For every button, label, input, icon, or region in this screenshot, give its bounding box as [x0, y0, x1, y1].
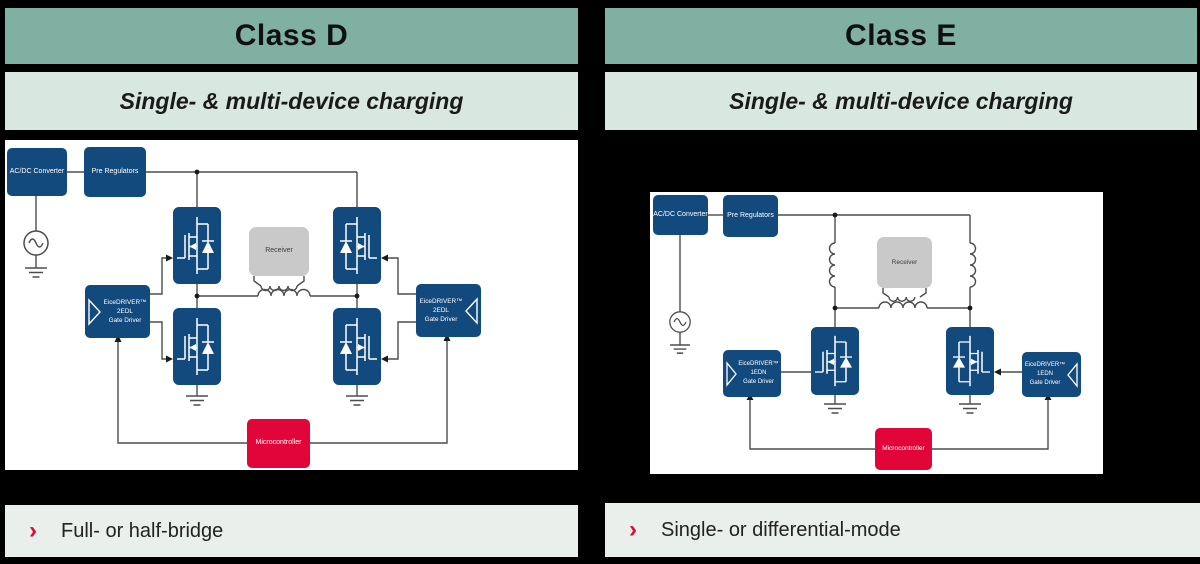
- class-d-circuit-wires: [23, 169, 451, 444]
- gate-driver-part: 1EDN: [1036, 371, 1053, 378]
- class-d-footer: › Full- or half-bridge: [5, 505, 578, 557]
- gate-driver-right-box: EiceDRIVER™ 2EDL Gate Driver: [416, 284, 481, 337]
- microcontroller-label: Microcontroller: [255, 439, 302, 447]
- class-e-subtitle: Single- & multi-device charging: [605, 72, 1197, 130]
- gate-driver-left-box: EiceDRIVER™ 1EDN Gate Driver: [723, 350, 781, 397]
- class-d-column: Class D Single- & multi-device charging: [5, 0, 578, 564]
- gate-driver-part: 2EDL: [117, 307, 133, 315]
- gate-driver-left-box: EiceDRIVER™ 2EDL Gate Driver: [85, 285, 150, 338]
- class-d-circuit-diagram: AC/DC Converter Pre Regulators Receiver …: [5, 140, 578, 470]
- pre-regulators-box: Pre Regulators: [723, 195, 778, 237]
- acdc-converter-box: AC/DC Converter: [7, 148, 67, 196]
- microcontroller-label: Microcontroller: [882, 445, 925, 453]
- pre-regulators-label: Pre Regulators: [91, 167, 139, 175]
- class-e-circuit-wires: [669, 212, 1052, 450]
- receiver-label: Receiver: [891, 258, 918, 266]
- class-d-subtitle: Single- & multi-device charging: [5, 72, 578, 130]
- class-e-diagram-area: AC/DC Converter Pre Regulators Receiver …: [605, 140, 1197, 503]
- amplifier-triangle-icon: [88, 297, 101, 326]
- class-d-footer-text: Full- or half-bridge: [61, 519, 224, 542]
- class-d-title: Class D: [5, 8, 578, 64]
- pre-regulators-box: Pre Regulators: [84, 147, 146, 197]
- junction-dots: [194, 169, 360, 299]
- ac-source-icon: [669, 311, 691, 333]
- pre-regulators-label: Pre Regulators: [727, 211, 774, 219]
- gate-driver-type: Gate Driver: [1029, 379, 1061, 386]
- gate-driver-part: 2EDL: [433, 306, 449, 314]
- bullet-chevron-icon: ›: [29, 517, 37, 544]
- acdc-converter-box: AC/DC Converter: [653, 195, 708, 235]
- junction-dots: [832, 212, 973, 311]
- gate-driver-name: EiceDRIVER™: [419, 297, 463, 305]
- gate-driver-part: 1EDN: [750, 370, 767, 377]
- gate-driver-name: EiceDRIVER™: [738, 361, 779, 368]
- mosfet-icon: [811, 327, 994, 395]
- gate-driver-name: EiceDRIVER™: [103, 298, 147, 306]
- acdc-converter-label: AC/DC Converter: [653, 210, 708, 218]
- mosfet-icon: [173, 207, 381, 385]
- gate-driver-type: Gate Driver: [743, 378, 774, 385]
- gate-driver-type: Gate Driver: [424, 316, 458, 324]
- signal-arrows: [114, 254, 451, 363]
- receiver-box: Receiver: [249, 227, 309, 276]
- gate-driver-name: EiceDRIVER™: [1024, 362, 1066, 369]
- microcontroller-box: Microcontroller: [247, 419, 310, 468]
- receiver-label: Receiver: [265, 247, 293, 255]
- signal-arrows: [746, 368, 1052, 400]
- receiver-box: Receiver: [877, 237, 932, 288]
- gate-driver-type: Gate Driver: [108, 317, 142, 325]
- bullet-chevron-icon: ›: [629, 516, 637, 543]
- microcontroller-box: Microcontroller: [875, 428, 932, 470]
- ac-source-icon: [23, 230, 49, 256]
- class-e-title: Class E: [605, 8, 1197, 64]
- class-e-circuit-diagram: AC/DC Converter Pre Regulators Receiver …: [650, 192, 1103, 474]
- class-e-footer-text: Single- or differential-mode: [661, 518, 901, 541]
- acdc-converter-label: AC/DC Converter: [9, 167, 65, 175]
- amplifier-triangle-icon: [465, 296, 478, 325]
- gate-driver-right-box: EiceDRIVER™ 1EDN Gate Driver: [1022, 352, 1081, 397]
- class-e-column: Class E Single- & multi-device charging: [605, 0, 1200, 564]
- amplifier-triangle-icon: [1067, 361, 1078, 388]
- amplifier-triangle-icon: [726, 360, 737, 387]
- class-e-footer: › Single- or differential-mode: [605, 503, 1200, 557]
